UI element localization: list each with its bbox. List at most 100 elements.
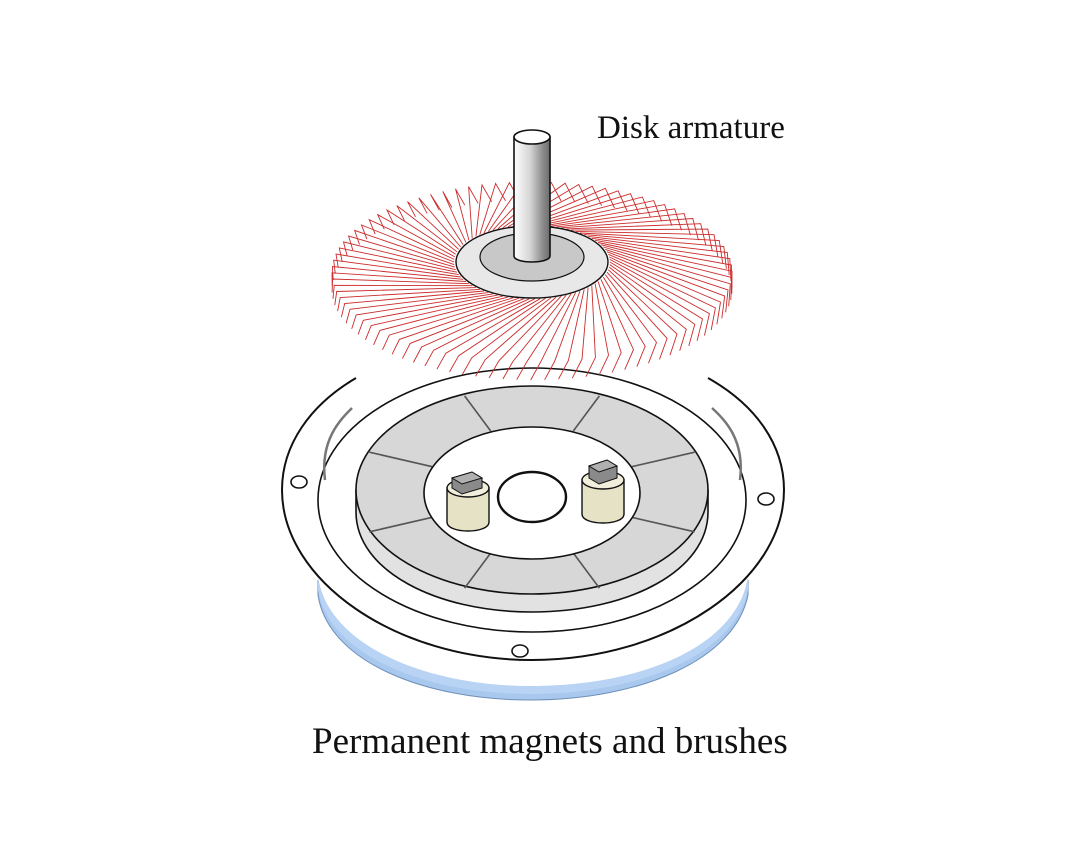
armature-winding: [585, 285, 596, 377]
housing-inner-wall: [322, 407, 353, 481]
armature-winding: [570, 228, 713, 252]
armature-winding: [479, 182, 506, 235]
armature-winding: [529, 193, 640, 226]
permanent-magnet-ring: [355, 385, 709, 613]
mount-hole-right: [757, 492, 775, 506]
armature-winding: [604, 274, 658, 364]
armature-winding: [335, 253, 459, 276]
armature-winding: [556, 213, 691, 236]
armature-winding: [600, 279, 634, 370]
armature-winding: [340, 290, 485, 318]
armature-winding: [598, 242, 733, 294]
armature-winding: [561, 218, 699, 241]
armature-winding: [333, 259, 461, 278]
armature-winding: [609, 264, 696, 347]
armature-winding: [413, 298, 530, 363]
shaft-bore: [496, 470, 568, 524]
armature-winding: [418, 197, 462, 248]
armature-winding: [588, 235, 730, 276]
armature-winding: [365, 295, 503, 340]
brush-right: [581, 459, 625, 524]
armature-winding: [475, 296, 557, 377]
armature-winding: [602, 276, 646, 367]
magnet-segment-divider: [369, 451, 433, 468]
armature-winding: [334, 287, 476, 306]
armature-winding: [332, 284, 473, 299]
armature-winding: [351, 293, 494, 330]
armature-winding: [337, 288, 480, 312]
armature-winding: [396, 205, 458, 253]
armature-winding: [345, 292, 489, 324]
armature-winding: [566, 223, 707, 246]
armature-winding: [449, 297, 546, 373]
armature-winding: [373, 296, 509, 346]
armature-winding: [331, 272, 466, 287]
armature-winding: [357, 294, 498, 335]
armature-winding: [353, 229, 455, 266]
armature-winding: [331, 266, 464, 281]
armature-winding: [347, 235, 455, 268]
magnet-segment-dividers: [369, 395, 695, 589]
armature-winding: [368, 218, 455, 260]
magnet-segment-divider: [369, 516, 433, 533]
disk-armature-label: Disk armature: [597, 110, 785, 146]
armature-winding: [609, 261, 704, 341]
armature-winding: [550, 208, 682, 231]
magnet-segment-divider: [572, 395, 601, 432]
armature-winding: [502, 294, 567, 380]
armature-winding: [607, 269, 678, 356]
armature-winding: [606, 271, 668, 360]
armature-winding: [401, 298, 524, 359]
armature-winding: [600, 244, 733, 301]
armature-winding: [430, 194, 464, 245]
armature-winding: [571, 287, 589, 379]
armature-winding: [391, 297, 519, 355]
armature-winding: [608, 266, 687, 351]
magnet-segment-divider: [631, 516, 695, 533]
mount-hole-left: [290, 475, 308, 489]
armature-winding: [455, 188, 470, 241]
armature-winding: [608, 253, 722, 325]
mount-hole-bottom: [511, 644, 529, 658]
armature-winding: [338, 247, 458, 273]
magnet-segment-divider: [572, 552, 601, 589]
armature-winding: [407, 201, 460, 250]
armature-winding: [579, 232, 724, 263]
armature-winding: [436, 298, 541, 370]
armature-winding: [606, 251, 726, 319]
armature-winding: [385, 208, 456, 255]
armature-winding: [376, 213, 456, 258]
armature-winding: [342, 241, 456, 271]
armature-winding: [331, 278, 469, 293]
armature-winding: [516, 293, 572, 380]
brush-left: [446, 471, 490, 532]
armature-winding: [462, 297, 552, 375]
housing-inner-wall-right: [711, 407, 743, 481]
magnet-segment-divider: [463, 552, 492, 589]
armature-winding: [594, 283, 609, 375]
armature-winding: [609, 256, 716, 331]
armature-winding: [534, 196, 652, 226]
permanent-magnets-brushes-label: Permanent magnets and brushes: [312, 721, 788, 762]
armature-winding: [523, 190, 628, 226]
armature-winding: [558, 289, 585, 380]
armature-winding: [540, 200, 663, 226]
armature-winding: [442, 191, 467, 243]
armature-winding: [597, 281, 622, 373]
armature-winding: [591, 237, 732, 282]
armature-winding: [468, 186, 479, 239]
armature-winding: [545, 204, 673, 227]
armature-winding: [605, 248, 729, 313]
armature-winding: [360, 224, 455, 263]
armature-winding: [475, 183, 493, 237]
armature-winding: [609, 259, 710, 336]
magnet-segment-divider: [631, 451, 695, 468]
magnet-segment-divider: [463, 395, 492, 432]
armature-winding: [575, 230, 719, 257]
armature-winding: [544, 290, 581, 381]
armature-winding: [603, 246, 731, 307]
armature-windings: [331, 181, 733, 381]
armature-winding: [488, 295, 562, 379]
